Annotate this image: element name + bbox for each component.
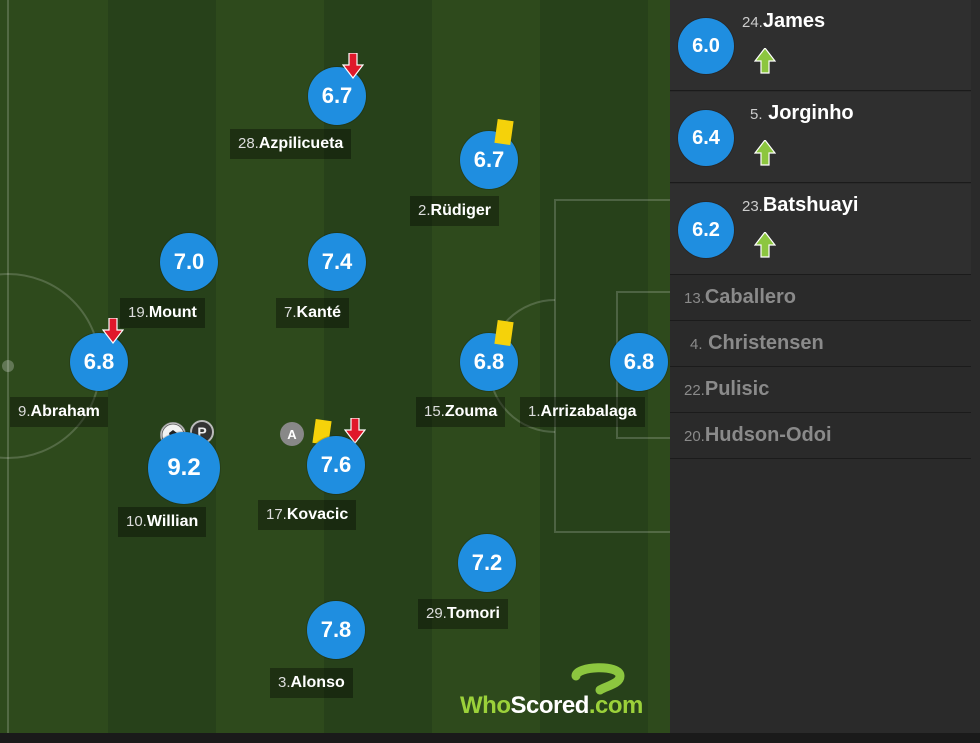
player-rating-kante[interactable]: 7.4 bbox=[308, 233, 366, 291]
player-rating-tomori[interactable]: 7.2 bbox=[458, 534, 516, 592]
pitch: 6.7 28.Azpilicueta 6.7 2.Rüdiger 7.0 19.… bbox=[0, 0, 670, 733]
subbed-off-arrow-icon bbox=[102, 318, 124, 344]
player-rating-kovacic[interactable]: 7.6 bbox=[307, 436, 365, 494]
player-number: 29. bbox=[426, 605, 447, 622]
player-number: 22. bbox=[684, 382, 705, 399]
player-name-text: Batshuayi bbox=[762, 194, 859, 216]
player-number: 17. bbox=[266, 506, 287, 523]
bottom-bar bbox=[0, 733, 980, 743]
player-name-zouma[interactable]: 15.Zouma bbox=[416, 397, 506, 427]
player-name-text: Arrizabalaga bbox=[540, 403, 637, 420]
player-rating-alonso[interactable]: 7.8 bbox=[307, 601, 365, 659]
substitute-name: 5. Jorginho bbox=[750, 102, 854, 125]
bench-row[interactable]: 4. Christensen bbox=[670, 321, 971, 367]
subbed-on-arrow-icon bbox=[754, 232, 776, 258]
bench-row[interactable]: 13.Caballero bbox=[670, 275, 971, 321]
bench-name: 13.Caballero bbox=[684, 286, 796, 309]
player-number: 10. bbox=[126, 513, 147, 530]
logo-who: Who bbox=[460, 692, 511, 719]
subbed-off-arrow-icon bbox=[342, 53, 364, 79]
bench-row[interactable]: 20.Hudson-Odoi bbox=[670, 413, 971, 459]
player-name-mount[interactable]: 19.Mount bbox=[120, 298, 205, 328]
player-name-text: Kanté bbox=[296, 304, 341, 321]
subbed-on-arrow-icon bbox=[754, 48, 776, 74]
whoscored-logo[interactable]: WhoScored.com bbox=[460, 663, 660, 720]
player-name-kovacic[interactable]: 17.Kovacic bbox=[258, 500, 357, 530]
player-name-arrizabalaga[interactable]: 1.Arrizabalaga bbox=[520, 397, 645, 427]
logo-scored: Scored bbox=[510, 692, 589, 719]
player-name-text: Kovacic bbox=[286, 506, 349, 523]
bench-name: 20.Hudson-Odoi bbox=[684, 424, 832, 447]
player-name-text: Azpilicueta bbox=[258, 135, 344, 152]
player-rating-arrizabalaga[interactable]: 6.8 bbox=[610, 333, 668, 391]
bench-name: 4. Christensen bbox=[690, 332, 824, 355]
player-number: 19. bbox=[128, 304, 149, 321]
player-name-text: Pulisic bbox=[704, 378, 770, 400]
player-name-kante[interactable]: 7.Kanté bbox=[276, 298, 349, 328]
player-number: 9. bbox=[18, 403, 31, 420]
substitute-name: 23.Batshuayi bbox=[742, 194, 858, 217]
player-name-azpilicueta[interactable]: 28.Azpilicueta bbox=[230, 129, 352, 159]
logo-text: WhoScored.com bbox=[460, 692, 643, 720]
assist-icon: A bbox=[280, 422, 304, 446]
substitute-rating: 6.2 bbox=[678, 202, 734, 258]
player-number: 20. bbox=[684, 428, 705, 445]
player-name-willian[interactable]: 10.Willian bbox=[118, 507, 207, 537]
player-name-text: Abraham bbox=[30, 403, 100, 420]
player-number: 24. bbox=[742, 14, 763, 31]
player-rating-mount[interactable]: 7.0 bbox=[160, 233, 218, 291]
player-name-text: Tomori bbox=[446, 605, 500, 622]
player-name-text: Christensen bbox=[708, 332, 824, 354]
substitute-row[interactable]: 6.0 24.James bbox=[670, 0, 971, 91]
player-name-abraham[interactable]: 9.Abraham bbox=[10, 397, 108, 427]
logo-question-icon bbox=[571, 663, 625, 695]
player-name-text: Rüdiger bbox=[430, 202, 491, 219]
player-number: 2. bbox=[418, 202, 431, 219]
player-name-text: Alonso bbox=[290, 674, 345, 691]
player-number: 3. bbox=[278, 674, 291, 691]
player-name-rudiger[interactable]: 2.Rüdiger bbox=[410, 196, 499, 226]
yellow-card-icon bbox=[494, 119, 514, 145]
player-number: 15. bbox=[424, 403, 445, 420]
player-rating-abraham[interactable]: 6.8 bbox=[70, 333, 128, 391]
player-number: 13. bbox=[684, 290, 705, 307]
player-name-text: Mount bbox=[148, 304, 197, 321]
player-rating-azpilicueta[interactable]: 6.7 bbox=[308, 67, 366, 125]
substitutes-sidebar: 6.0 24.James 6.4 5. Jorginho 6.2 23.Bats… bbox=[670, 0, 980, 733]
player-name-text: Jorginho bbox=[768, 102, 854, 124]
substitute-row[interactable]: 6.4 5. Jorginho bbox=[670, 92, 971, 183]
player-number: 5. bbox=[750, 106, 763, 123]
bench-name: 22.Pulisic bbox=[684, 378, 769, 401]
player-name-text: Zouma bbox=[444, 403, 498, 420]
player-number: 4. bbox=[690, 336, 703, 353]
substitute-rating: 6.0 bbox=[678, 18, 734, 74]
substitute-row[interactable]: 6.2 23.Batshuayi bbox=[670, 184, 971, 275]
logo-dotcom: .com bbox=[588, 692, 644, 719]
player-number: 23. bbox=[742, 198, 763, 215]
player-name-text: Willian bbox=[146, 513, 199, 530]
player-name-text: Hudson-Odoi bbox=[704, 424, 832, 446]
player-name-tomori[interactable]: 29.Tomori bbox=[418, 599, 508, 629]
player-number: 1. bbox=[528, 403, 541, 420]
player-rating-willian[interactable]: 9.2 bbox=[148, 432, 220, 504]
player-number: 7. bbox=[284, 304, 297, 321]
player-name-text: Caballero bbox=[704, 286, 797, 308]
subbed-off-arrow-icon bbox=[344, 418, 366, 444]
player-number: 28. bbox=[238, 135, 259, 152]
player-name-text: James bbox=[762, 10, 826, 32]
player-name-alonso[interactable]: 3.Alonso bbox=[270, 668, 353, 698]
substitute-rating: 6.4 bbox=[678, 110, 734, 166]
subbed-on-arrow-icon bbox=[754, 140, 776, 166]
bench-row[interactable]: 22.Pulisic bbox=[670, 367, 971, 413]
substitute-name: 24.James bbox=[742, 10, 825, 33]
yellow-card-icon bbox=[494, 320, 514, 346]
